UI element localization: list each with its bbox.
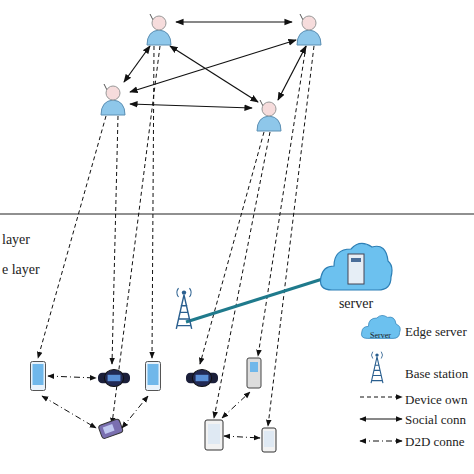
layer-label: layer: [2, 232, 30, 248]
server-slot: [351, 258, 361, 262]
legend-text: D2D conne: [405, 434, 465, 450]
node-label: server: [318, 296, 394, 312]
server-icon: [348, 254, 364, 284]
layer-label: e layer: [2, 262, 40, 278]
edge-server-cloud: server: [318, 236, 394, 312]
cloud-shape: [320, 243, 392, 290]
legend-text: Edge server: [405, 324, 467, 340]
cloud-outline: [318, 236, 394, 294]
legend-text: Base station: [405, 366, 468, 382]
legend-text: Social conn: [405, 412, 466, 428]
legend-text: Device own: [405, 392, 467, 408]
legend-icon-text: Server: [370, 331, 391, 341]
